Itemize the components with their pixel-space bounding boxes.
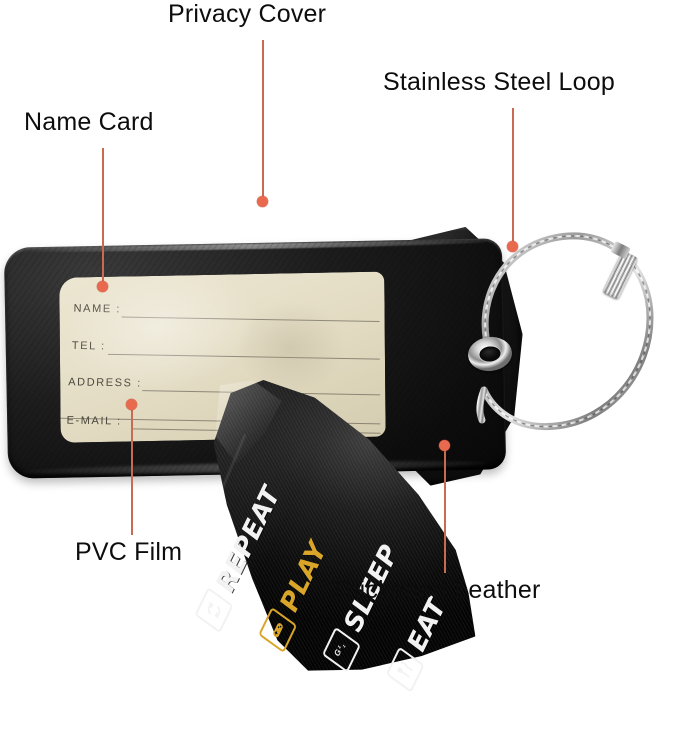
leader-dot-pvc-film <box>125 398 137 410</box>
slogan-line-play: PLAY <box>257 537 334 654</box>
name-card-fields: NAME : TEL : ADDRESS : E-MAIL : <box>59 272 385 443</box>
name-card-rule <box>107 353 380 360</box>
callout-label-pvc-film: PVC Film <box>75 538 183 566</box>
leader-dot-name-card <box>96 280 108 292</box>
leather-top-highlight <box>15 239 486 254</box>
name-card-field-label: TEL : <box>71 339 106 353</box>
repeat-arrows-icon <box>194 587 234 634</box>
slogan-line-repeat: REPEAT <box>193 481 287 634</box>
name-card-field-label: E-MAIL : <box>66 414 122 428</box>
leader-line-thickened-leather <box>444 450 446 573</box>
name-card-rule <box>121 316 380 323</box>
name-card-field-label: NAME : <box>73 302 122 316</box>
stainless-steel-loop <box>436 214 666 450</box>
svg-text:G: G <box>331 647 342 659</box>
leather-bottom-highlight <box>22 458 487 477</box>
svg-text:z: z <box>341 643 346 649</box>
leader-dot-privacy-cover <box>256 195 268 207</box>
gamepad-icon <box>258 606 298 654</box>
grommet-hole <box>478 345 502 363</box>
name-card-rule <box>142 390 381 396</box>
braided-cable-icon <box>476 232 654 431</box>
slogan-word: REPEAT <box>210 481 287 597</box>
leader-line-pvc-film <box>131 409 133 535</box>
callout-label-name-card: Name Card <box>24 108 154 136</box>
svg-text:z: z <box>336 644 342 650</box>
leader-dot-thickened-leather <box>438 439 450 451</box>
name-card-field-label: ADDRESS : <box>68 376 143 390</box>
leader-dot-stainless-steel-loop <box>506 240 518 252</box>
fork-knife-icon <box>385 646 425 693</box>
slogan-word: PLAY <box>274 537 334 617</box>
callout-label-stainless-steel-loop: Stainless Steel Loop <box>383 68 615 96</box>
leader-line-name-card <box>102 148 104 288</box>
name-card-rule <box>132 428 381 434</box>
callout-label-thickened-leather: Thickened Leather <box>330 576 541 604</box>
slogan-line-eat: EAT <box>384 594 452 693</box>
leader-line-stainless-steel-loop <box>512 108 514 248</box>
leader-line-privacy-cover <box>262 40 264 203</box>
callout-label-privacy-cover: Privacy Cover <box>168 0 327 28</box>
pvc-film-window: NAME : TEL : ADDRESS : E-MAIL : <box>59 271 386 443</box>
